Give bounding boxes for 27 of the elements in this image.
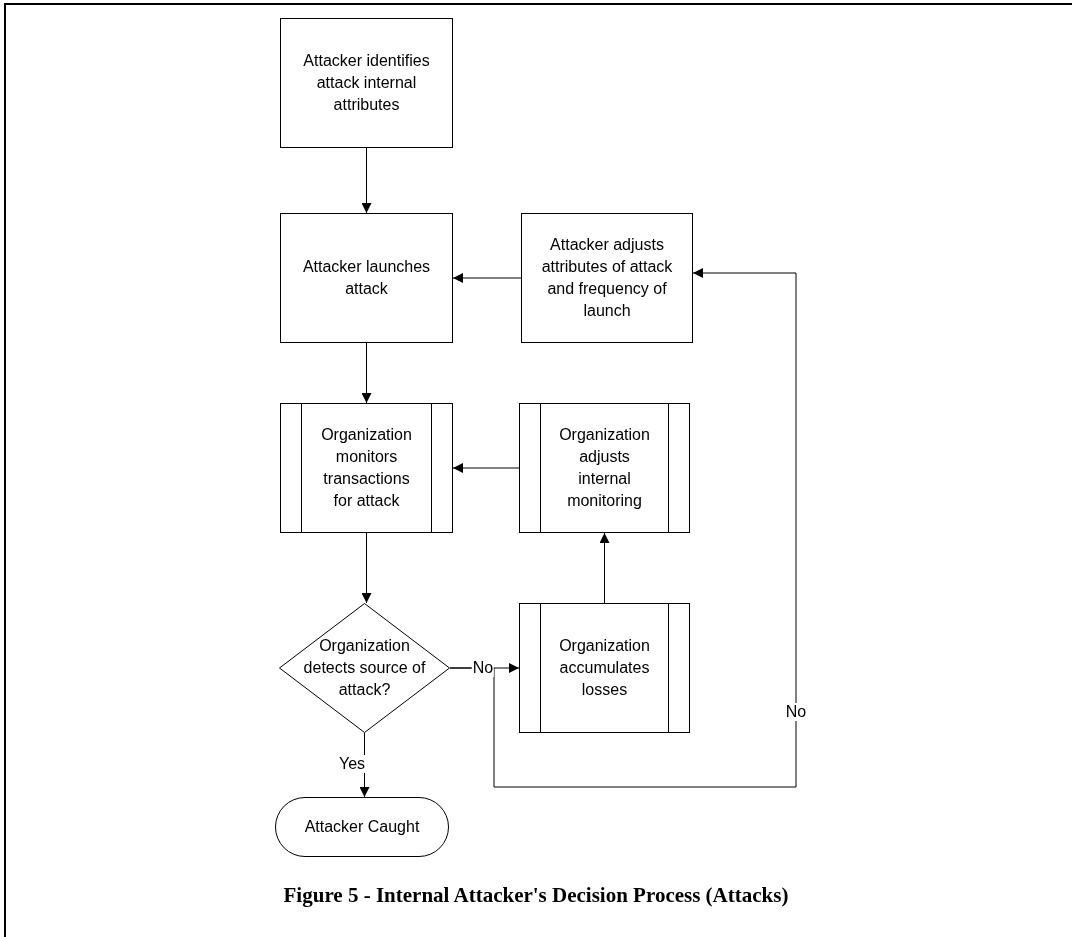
node-text: Organization monitors transactions for attack (320, 425, 413, 511)
terminator-shape (275, 797, 449, 857)
figure-caption: Figure 5 - Internal Attacker's Decision Process (Attacks) (282, 882, 790, 909)
edge-label: Yes (337, 755, 367, 773)
node-text: Organization adjusts internal monitoring (558, 425, 651, 511)
arrow (361, 532, 372, 604)
arrow (599, 532, 610, 604)
process-box (280, 18, 453, 148)
arrow (452, 273, 522, 283)
arrow (449, 268, 797, 788)
arrow (361, 342, 372, 404)
decision-diamond (279, 603, 450, 733)
arrow (452, 463, 520, 473)
predefined-process-box (519, 403, 690, 533)
node-text: Attacker launches attack (301, 257, 432, 299)
node-text: Attacker Caught (304, 817, 420, 837)
node-text: Attacker adjusts attributes of attack and frequency of launch (540, 235, 674, 321)
node-text: Organization accumulates losses (558, 636, 651, 700)
process-box (280, 213, 453, 343)
predefined-process-box (280, 403, 453, 533)
process-box (521, 213, 693, 343)
predefined-process-box (519, 603, 690, 733)
edge-label: No (784, 703, 808, 721)
edge-label: No (471, 659, 495, 677)
node-text: Organization detects source of attack? (302, 636, 427, 700)
node-text: Attacker identifies attack internal attributes (302, 51, 431, 115)
arrow (361, 147, 372, 214)
